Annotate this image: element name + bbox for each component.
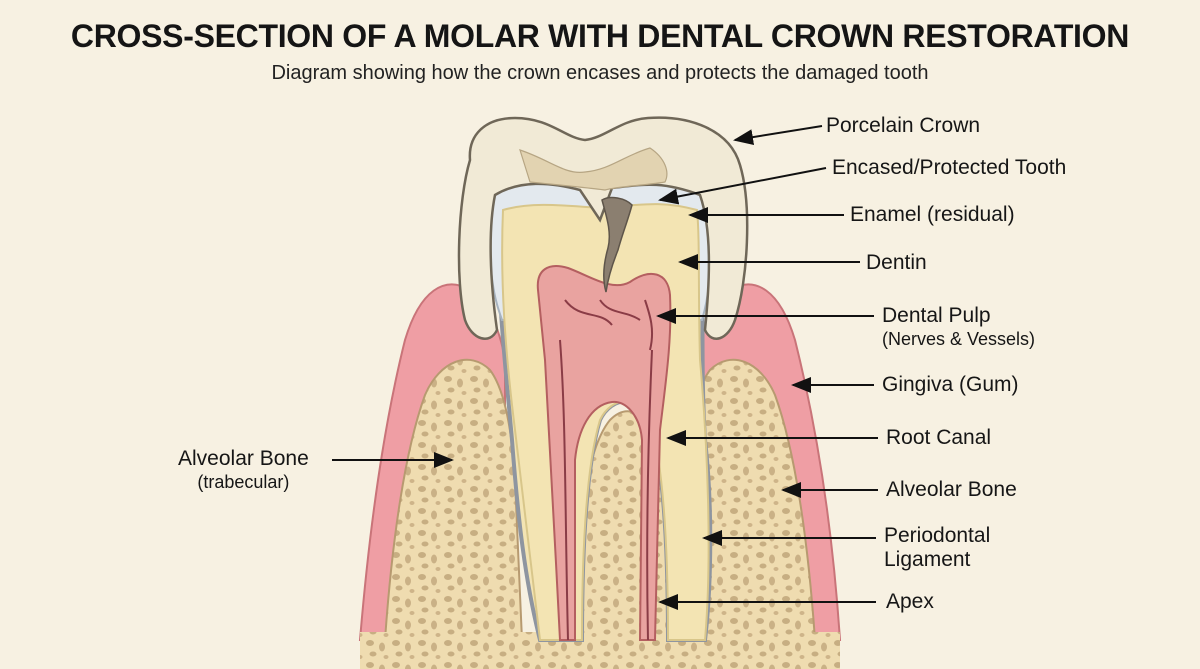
label-pdl-line2: Ligament [884, 548, 971, 571]
bone-base [360, 632, 840, 669]
crown-occlusal-groove [519, 147, 668, 191]
label-dental-pulp-main: Dental Pulp [882, 304, 991, 327]
tooth-crack [601, 196, 633, 293]
label-root-canal: Root Canal [886, 426, 992, 449]
label-encased-tooth: Encased/Protected Tooth [832, 156, 1067, 179]
label-enamel: Enamel (residual) [850, 203, 1015, 226]
label-pdl-line1: Periodontal [884, 524, 991, 547]
pulp-chamber [536, 265, 672, 641]
label-alveolar-bone-left-sub: (trabecular) [197, 472, 290, 492]
diagram-title: CROSS-SECTION OF A MOLAR WITH DENTAL CRO… [70, 18, 1130, 54]
label-alveolar-bone-left: Alveolar Bone (trabecular) [178, 447, 309, 493]
label-dental-pulp: Dental Pulp (Nerves & Vessels) [882, 304, 1035, 350]
label-porcelain-crown: Porcelain Crown [826, 114, 981, 137]
pulp-vessels [559, 299, 654, 641]
diagram-subtitle: Diagram showing how the crown encases an… [271, 62, 929, 84]
label-apex: Apex [886, 590, 934, 613]
label-alveolar-bone-left-main: Alveolar Bone [178, 447, 309, 470]
label-gingiva: Gingiva (Gum) [882, 373, 1019, 396]
label-dental-pulp-sub: (Nerves & Vessels) [882, 329, 1036, 349]
label-periodontal-ligament: Periodontal Ligament [884, 524, 990, 572]
leader-lines [332, 125, 878, 610]
label-dentin: Dentin [866, 251, 927, 274]
label-alveolar-bone-right: Alveolar Bone [886, 478, 1017, 501]
